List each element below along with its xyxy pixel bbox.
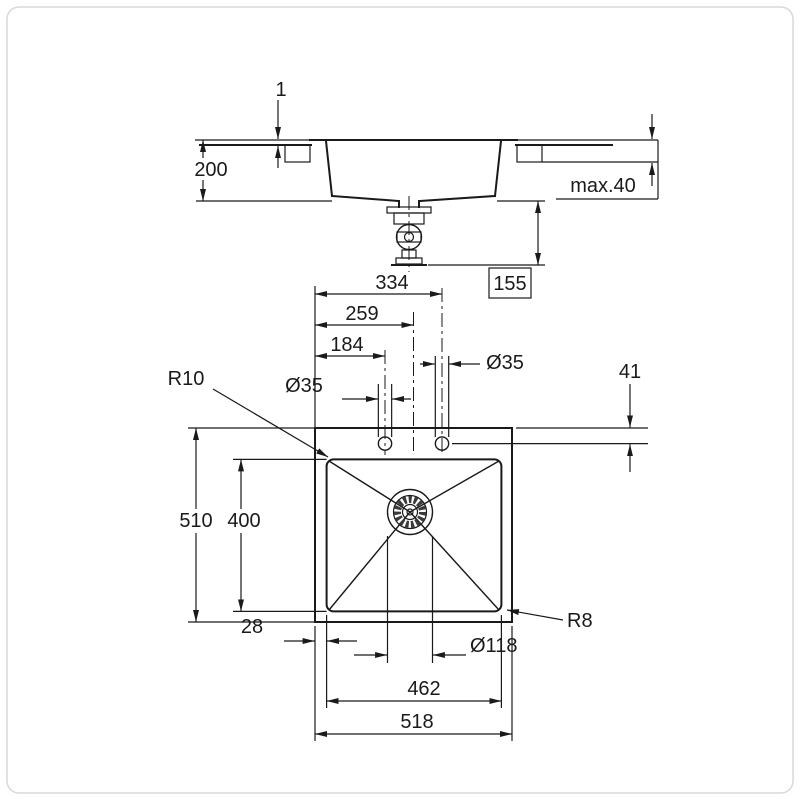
dim-edge-offset-label: 28: [241, 616, 263, 638]
dim-155-box: [488, 267, 532, 299]
dim-r8-label: R8: [567, 610, 593, 632]
drain-fitting-section: [386, 196, 432, 272]
counter-section-left: [284, 144, 311, 163]
bowl-outline: [325, 458, 503, 613]
dim-counter-thickness: max.40: [556, 114, 659, 200]
dim-184-label: 184: [330, 334, 363, 356]
tap-hole-dimensions: 334 259 184 Ø35 Ø35: [285, 272, 648, 472]
dim-drain-dia-label: Ø118: [470, 635, 517, 657]
dim-counter-thickness-label: max.40: [570, 175, 636, 197]
dim-bowl-width: 462: [326, 615, 502, 708]
dim-outer-corner-radius: R8: [506, 609, 593, 632]
dim-drain-height-label: 155: [493, 273, 526, 295]
dim-hole-setback-label: 41: [619, 361, 641, 383]
tap-hole-left: [377, 436, 393, 451]
counter-section-right: [516, 144, 543, 163]
side-view: 1 200 max.40 155: [189, 79, 659, 299]
dim-depth-label: 200: [194, 159, 227, 181]
bowl-section: [324, 139, 503, 208]
plan-view: 510 400 28 Ø118: [168, 368, 593, 741]
dim-edge-offset: 28: [241, 615, 357, 741]
dim-bowl-corner-radius: R10: [168, 368, 329, 458]
dim-hole-setback: 41: [452, 361, 648, 472]
tap-hole-right: [434, 436, 450, 451]
dim-334-label: 334: [375, 272, 408, 294]
dim-334: 334: [315, 272, 442, 297]
dim-overall-depth-label: 510: [179, 510, 212, 532]
dim-rim-height: 1: [275, 79, 287, 168]
dim-left-hole-dia-label: Ø35: [285, 375, 323, 397]
dim-right-hole-dia-label: Ø35: [486, 352, 524, 374]
dim-bowl-width-label: 462: [407, 678, 440, 700]
dim-184: 184: [315, 334, 385, 359]
dim-right-hole-dia: Ø35: [420, 352, 524, 437]
dim-rim-height-label: 1: [275, 79, 286, 101]
bowl-fold-lines: [328, 460, 500, 611]
dim-drain-height: 155: [428, 200, 545, 299]
dim-overall-width-label: 518: [400, 711, 433, 733]
dim-overall-depth: 510: [177, 427, 315, 623]
dim-259-label: 259: [345, 303, 378, 325]
dim-259: 259: [315, 303, 414, 328]
drain-plan: [386, 488, 434, 536]
dim-overall-width: 518: [315, 626, 513, 741]
dim-bowl-depth-label: 400: [227, 510, 260, 532]
dim-drain-dia: Ø118: [354, 536, 517, 663]
sink-outer-rim: [314, 427, 513, 623]
dim-r10-label: R10: [168, 368, 205, 390]
dim-bowl-depth-200: 200: [189, 140, 332, 202]
image-border: [6, 6, 794, 794]
dim-bowl-depth: 400: [225, 458, 327, 613]
